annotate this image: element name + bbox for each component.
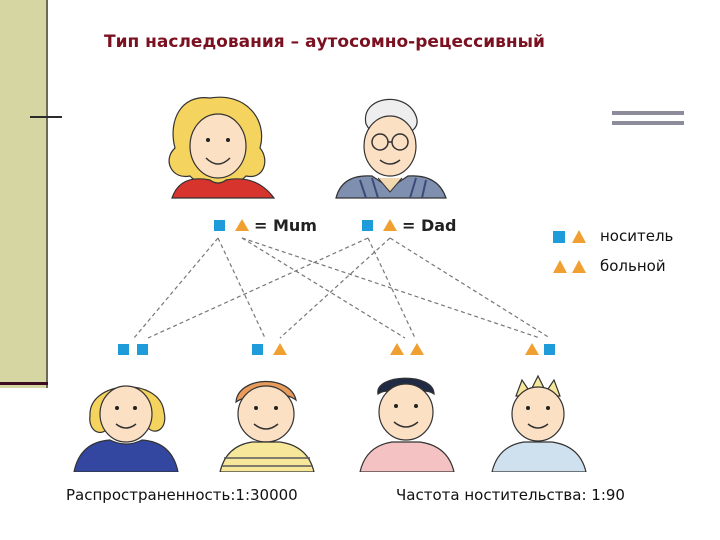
affected-symbol: [553, 260, 586, 273]
triangle-allele-icon: [572, 230, 586, 243]
dad-label: = Dad: [402, 216, 457, 235]
mum-genotype: = Mum: [214, 216, 317, 235]
carrier-frequency-text: Частота ноститель­ства: 1:90: [396, 486, 625, 504]
child-4-genotype: [525, 343, 555, 355]
mum-figure: [168, 96, 276, 199]
dad-genotype: = Dad: [362, 216, 457, 235]
carrier-symbol: [553, 230, 586, 243]
inheritance-lines: [133, 237, 551, 339]
left-decorative-bar: [0, 0, 48, 388]
square-allele-icon: [214, 220, 225, 231]
square-allele-icon: [362, 220, 373, 231]
child-2-figure: [219, 380, 315, 472]
legend-affected: больной: [552, 255, 666, 277]
prevalence-text: Распространенность:1:30000: [66, 486, 298, 504]
legend-carrier-label: носитель: [600, 227, 674, 245]
dad-figure: [335, 98, 447, 199]
triangle-allele-icon: [410, 343, 424, 355]
triangle-allele-icon: [390, 343, 404, 355]
triangle-allele-icon: [572, 260, 586, 273]
child-1-figure: [73, 385, 179, 472]
triangle-allele-icon: [383, 219, 397, 231]
child-3-figure: [359, 377, 455, 472]
square-allele-icon: [553, 231, 565, 243]
right-divider-line: [612, 111, 684, 115]
triangle-allele-icon: [525, 343, 539, 355]
triangle-allele-icon: [273, 343, 287, 355]
square-allele-icon: [137, 344, 148, 355]
left-divider-line: [30, 116, 62, 118]
legend-affected-label: больной: [600, 257, 666, 275]
child-2-genotype: [252, 343, 287, 355]
child-4-figure: [491, 374, 587, 472]
child-3-genotype: [390, 343, 424, 355]
child-1-genotype: [118, 344, 148, 355]
right-divider-line-2: [612, 121, 684, 125]
sidebar-accent-rule: [0, 382, 48, 385]
square-allele-icon: [252, 344, 263, 355]
legend-carrier: носитель: [552, 225, 673, 247]
square-allele-icon: [118, 344, 129, 355]
square-allele-icon: [544, 344, 555, 355]
inheritance-illustration: = Mum = Dad: [73, 96, 587, 472]
triangle-allele-icon: [553, 260, 567, 273]
triangle-allele-icon: [235, 219, 249, 231]
mum-label: = Mum: [254, 216, 317, 235]
slide-title: Тип наследования – аутосомно-рецессивный: [104, 32, 545, 52]
